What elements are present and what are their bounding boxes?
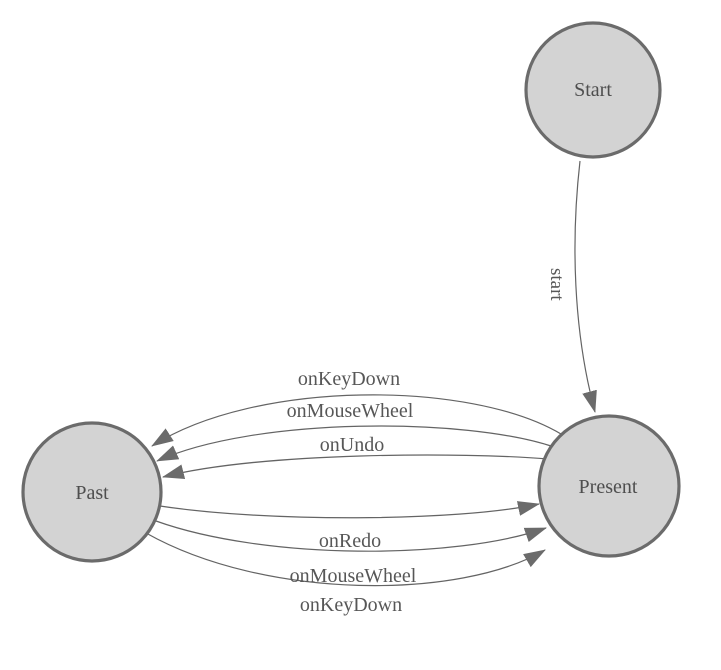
node-past: Past (21, 421, 163, 563)
edge-label-onmousewheel-upper: onMouseWheel (287, 400, 414, 422)
edge-label-onkeydown-lower: onKeyDown (300, 594, 402, 616)
node-present-circle (537, 414, 681, 558)
edge-label-onredo: onRedo (319, 530, 381, 552)
edge-label-onmousewheel-lower: onMouseWheel (290, 565, 417, 587)
node-past-circle (21, 421, 163, 563)
edge-past-to-present-onmousewheel (155, 520, 547, 552)
edge-present-to-past-onmousewheel (156, 425, 555, 462)
edge-start-to-present (574, 160, 597, 413)
edge-past-to-present-onredo (159, 501, 540, 519)
edge-label-onkeydown-upper: onKeyDown (298, 368, 400, 390)
node-start-circle (524, 21, 662, 159)
edge-present-to-past-onkeydown (151, 394, 562, 447)
node-past-label: Past (75, 482, 109, 504)
node-start-label: Start (574, 79, 612, 101)
node-present-label: Present (579, 476, 638, 498)
edge-label-start: start (546, 268, 567, 301)
node-present: Present (537, 414, 681, 558)
edge-label-onundo: onUndo (320, 434, 384, 456)
edge-present-to-past-onundo (162, 454, 549, 480)
edge-past-to-present-onkeydown (145, 532, 546, 587)
node-start: Start (524, 21, 662, 159)
